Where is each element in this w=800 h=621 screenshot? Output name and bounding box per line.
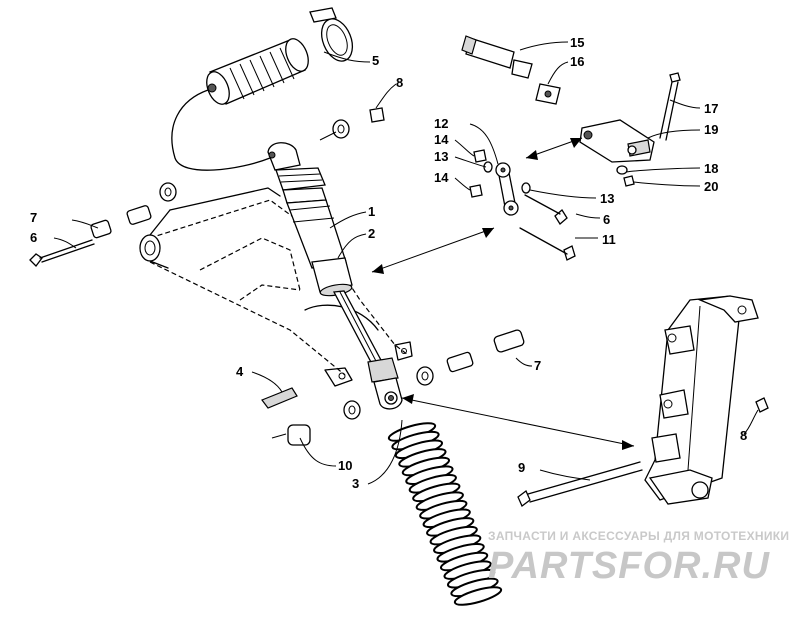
linkage-rod bbox=[469, 149, 531, 216]
upper-mount-hardware bbox=[90, 107, 385, 239]
callout-12: 12 bbox=[434, 116, 448, 131]
callout-4: 4 bbox=[236, 364, 244, 379]
actuator bbox=[461, 35, 561, 105]
callout-18: 18 bbox=[704, 161, 718, 176]
spindle bbox=[644, 295, 769, 505]
callout-7-left: 7 bbox=[30, 210, 37, 225]
callout-17: 17 bbox=[704, 101, 718, 116]
bolts bbox=[29, 72, 681, 508]
callout-13-left: 13 bbox=[434, 149, 448, 164]
callout-3: 3 bbox=[352, 476, 359, 491]
leader-lines bbox=[53, 41, 759, 485]
watermark-logo: PARTSFOR.RU bbox=[488, 545, 770, 587]
callout-10: 10 bbox=[338, 458, 352, 473]
callout-8-top: 8 bbox=[396, 75, 403, 90]
callout-2: 2 bbox=[368, 226, 375, 241]
callout-16: 16 bbox=[570, 54, 584, 69]
shock-shaft bbox=[332, 290, 403, 410]
callout-numbers: 5 8 7 6 1 2 4 10 3 7 8 9 12 14 13 14 13 … bbox=[30, 35, 747, 491]
callout-8-right: 8 bbox=[740, 428, 747, 443]
watermark-tagline: ЗАПЧАСТИ И АКСЕССУАРЫ ДЛЯ МОТОТЕХНИКИ bbox=[488, 529, 789, 543]
coil-spring bbox=[387, 422, 503, 606]
lower-mount-hardware bbox=[261, 329, 525, 446]
shock-reservoir bbox=[171, 38, 309, 171]
shock-absorber-body bbox=[267, 142, 353, 297]
callout-15: 15 bbox=[570, 35, 584, 50]
watermark: ЗАПЧАСТИ И АКСЕССУАРЫ ДЛЯ МОТОТЕХНИКИ PA… bbox=[488, 529, 789, 587]
callout-14-bottom: 14 bbox=[434, 170, 449, 185]
callout-6-left: 6 bbox=[30, 230, 37, 245]
bracket bbox=[579, 119, 655, 187]
callout-13-right: 13 bbox=[600, 191, 614, 206]
callout-20: 20 bbox=[704, 179, 718, 194]
callout-11: 11 bbox=[602, 232, 616, 247]
callout-7-right: 7 bbox=[534, 358, 541, 373]
callout-5: 5 bbox=[372, 53, 379, 68]
hose-clamp bbox=[309, 7, 354, 62]
callout-19: 19 bbox=[704, 122, 718, 137]
spring-coil bbox=[453, 586, 503, 606]
assembly-arrows bbox=[371, 137, 635, 450]
callout-14-top: 14 bbox=[434, 132, 449, 147]
callout-9: 9 bbox=[518, 460, 525, 475]
callout-6-right: 6 bbox=[603, 212, 610, 227]
callout-1: 1 bbox=[368, 204, 375, 219]
